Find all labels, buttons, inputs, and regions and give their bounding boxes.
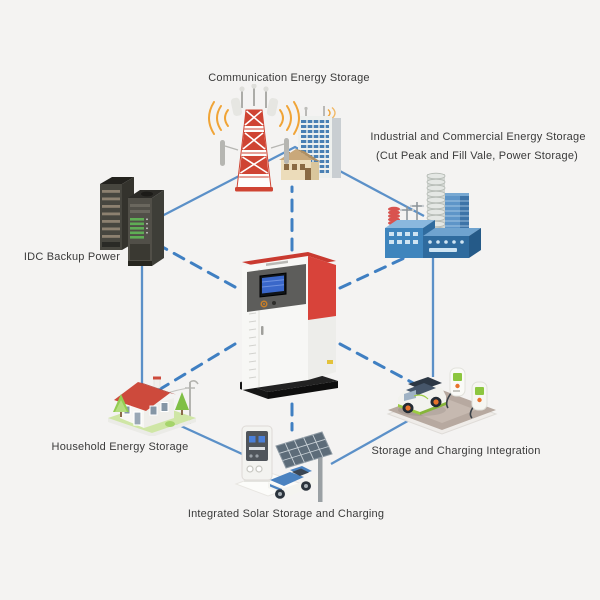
label-communication: Communication Energy Storage	[208, 72, 370, 84]
cell-tower-icon	[208, 84, 300, 192]
label-industrial-sub: (Cut Peak and Fill Vale, Power Storage)	[375, 150, 579, 162]
label-solar-charging: Integrated Solar Storage and Charging	[187, 508, 385, 520]
wifi-waves-icon	[208, 101, 300, 135]
label-household: Household Energy Storage	[51, 441, 189, 453]
house-icon	[108, 376, 199, 436]
factory-icon	[385, 172, 481, 258]
ev-charging-icon	[386, 367, 498, 435]
solar-charging-icon	[234, 425, 333, 502]
label-storage-charging: Storage and Charging Integration	[371, 445, 541, 457]
server-racks-icon	[100, 177, 164, 266]
label-industrial: Industrial and Commercial Energy Storage	[370, 131, 586, 143]
energy-storage-cabinet-icon	[240, 252, 338, 399]
small-house-icon	[279, 149, 321, 180]
label-idc: IDC Backup Power	[23, 251, 121, 263]
